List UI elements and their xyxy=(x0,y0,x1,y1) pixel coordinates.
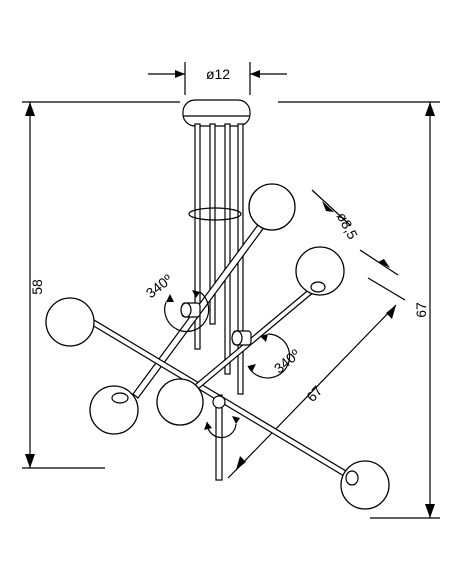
rotation-indicator-center xyxy=(204,416,240,439)
arm-length-dimension: 67 xyxy=(227,277,406,479)
globe-center xyxy=(156,378,204,426)
globe-lower-left xyxy=(89,385,139,435)
height-label: 58 xyxy=(29,279,45,295)
overall-height-dimension: 67 xyxy=(278,101,440,519)
joints xyxy=(180,302,252,409)
arm-length-label: 67 xyxy=(303,382,325,404)
canopy xyxy=(182,99,251,127)
globe-upper-right xyxy=(248,183,296,231)
globe-diameter-label: ø8,5 xyxy=(334,210,361,242)
canopy-dimension: ø12 xyxy=(148,62,287,95)
globe-lower-right xyxy=(340,460,390,510)
globe-right xyxy=(295,246,345,296)
globe-left xyxy=(45,297,95,347)
overall-height-label: 67 xyxy=(413,302,429,318)
ring-connector xyxy=(188,207,242,221)
rotation-lower-label: 340º xyxy=(271,346,303,377)
canopy-diameter-label: ø12 xyxy=(206,66,230,82)
height-dimension: 58 xyxy=(22,101,180,469)
globes xyxy=(45,183,390,510)
joint-center xyxy=(212,395,226,409)
